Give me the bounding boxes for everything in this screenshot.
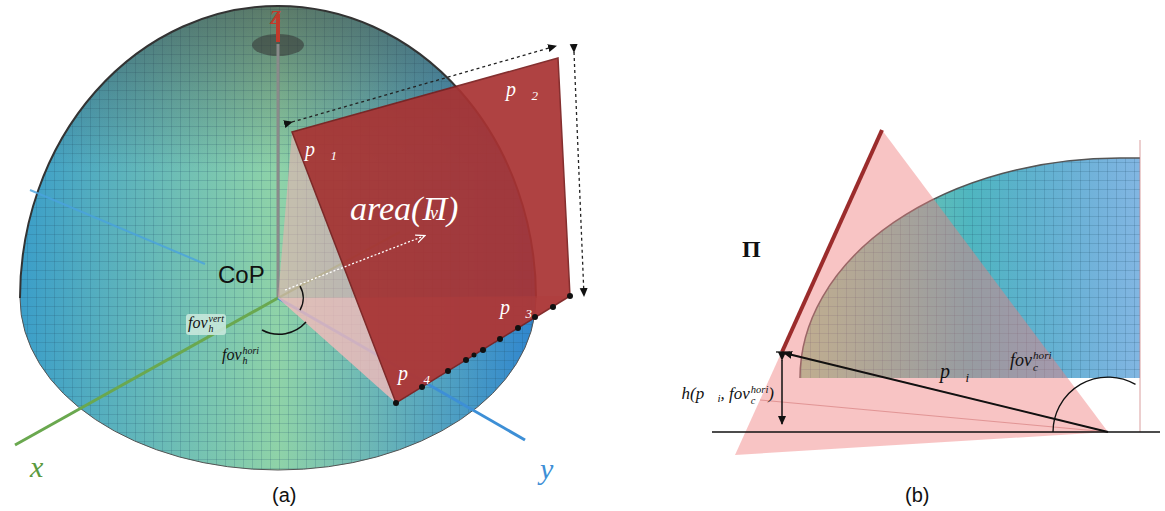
label-text: x	[30, 450, 43, 483]
label-text: p⃗	[940, 360, 966, 382]
label-text: Π	[742, 236, 761, 262]
label-text: 3	[526, 306, 533, 321]
angle-label: fovverth	[186, 314, 226, 335]
panel-label: (b)	[905, 484, 929, 506]
corner-label: p⃗3	[500, 296, 532, 321]
plane-label: Π	[742, 236, 761, 262]
label-text: )	[768, 384, 774, 403]
axis-label: x	[30, 450, 43, 483]
label-text: hori	[751, 384, 769, 395]
label-text: , fov	[720, 384, 749, 403]
label-text: c	[1033, 362, 1052, 374]
label-text: CoP	[218, 261, 265, 288]
point-label: CoP	[218, 262, 265, 288]
label-text: c	[751, 395, 769, 406]
angle-label: fovhorih	[222, 346, 259, 367]
angle-label: fovhoric	[1010, 350, 1052, 373]
label-text: p⃗	[500, 296, 526, 318]
label-text: i	[717, 392, 720, 404]
label-text: (a)	[272, 484, 296, 506]
corner-label: p⃗1	[305, 138, 337, 163]
label-text: z	[270, 0, 281, 30]
label-text: p⃗	[305, 138, 331, 160]
script-stack: verth	[209, 314, 224, 335]
label-text: i	[966, 370, 970, 385]
script-stack: horic	[1033, 350, 1052, 373]
label-text: fov	[222, 346, 242, 363]
label-text: h	[209, 324, 224, 334]
vector-label: p⃗i	[940, 360, 969, 385]
label-text: vert	[209, 314, 224, 324]
script-stack: horic	[751, 384, 769, 406]
panel-label: (a)	[272, 484, 296, 506]
axis-label: y	[540, 452, 553, 485]
label-text: 1	[331, 148, 338, 163]
label-text: 2	[532, 88, 539, 103]
label-text: p⃗	[398, 362, 424, 384]
label-text: hori	[243, 346, 260, 356]
label-text: (b)	[905, 484, 929, 506]
corner-label: p⃗4	[398, 362, 430, 387]
label-text: h(p⃗	[682, 384, 718, 403]
label-text: h	[243, 356, 260, 366]
height-label: h(p⃗i, fovhoric)	[682, 384, 774, 406]
label-text: y	[540, 452, 553, 485]
label-text: fov	[188, 314, 208, 331]
label-text: hori	[1033, 350, 1052, 362]
vector-label: v⃗	[430, 204, 452, 224]
label-text: 4	[424, 372, 431, 387]
label-text: fov	[1010, 350, 1032, 370]
axis-label: z	[270, 0, 281, 31]
label-text: p⃗	[506, 78, 532, 100]
corner-label: p⃗2	[506, 78, 538, 103]
label-text: v⃗	[430, 203, 452, 223]
script-stack: horih	[243, 346, 260, 367]
